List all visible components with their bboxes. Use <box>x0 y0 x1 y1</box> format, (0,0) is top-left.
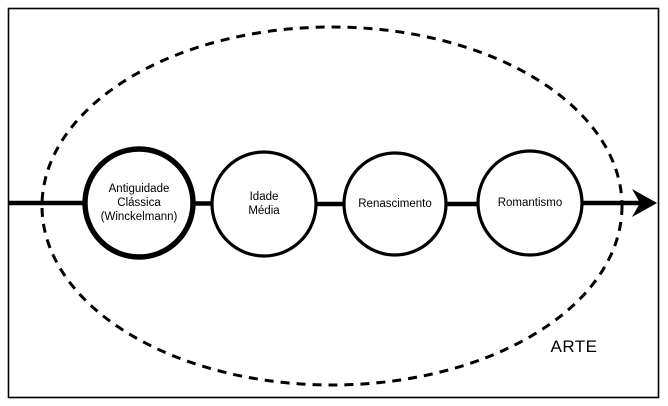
node-circle-idade-media[interactable] <box>210 150 318 258</box>
arte-region-ellipse <box>40 25 624 387</box>
timeline-axis <box>9 189 657 217</box>
axis-arrowhead-icon <box>632 189 657 217</box>
node-circle-antiguidade-classica[interactable] <box>82 146 196 260</box>
node-circle-romantismo[interactable] <box>476 149 584 257</box>
arte-region-label: ARTE <box>550 337 598 356</box>
node-circle-renascimento[interactable] <box>342 151 448 257</box>
